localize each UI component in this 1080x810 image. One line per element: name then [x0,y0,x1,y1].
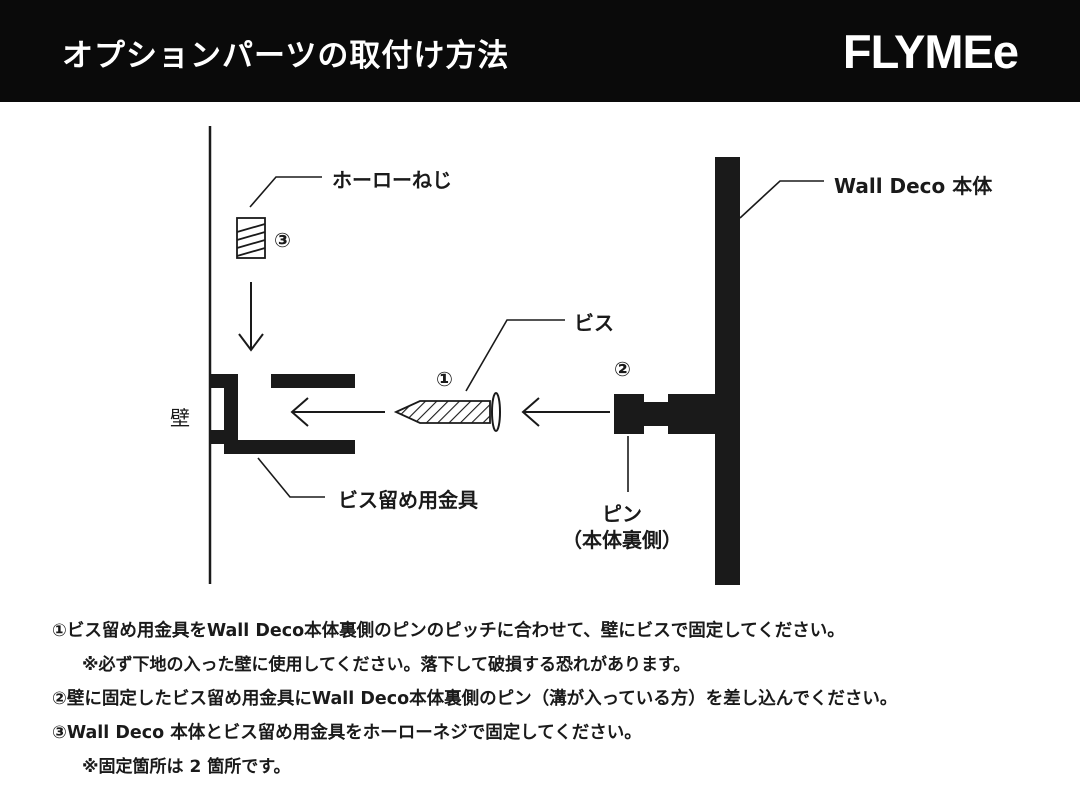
instruction-fix-points: ※固定箇所は 2 箇所です。 [82,757,291,777]
label-bracket: ビス留め用金具 [338,488,478,512]
instruction-step2: ②壁に固定したビス留め用金具にWall Deco本体裏側のピン（溝が入っている方… [52,689,898,709]
assembly-diagram [208,126,824,585]
label-step1: ① [436,367,453,391]
label-hollow-screw: ホーローねじ [332,168,452,192]
label-step3: ③ [274,228,291,252]
label-pin-note: （本体裏側） [562,528,682,552]
label-step2: ② [614,357,631,381]
insert-arrow-pin [521,397,610,427]
label-wall-deco-body: Wall Deco 本体 [834,174,993,198]
instruction-step3: ③Wall Deco 本体とビス留め用金具をホーローネジで固定してください。 [52,723,642,743]
header-bar: オプションパーツの取付け方法 FLYMEe [0,0,1080,102]
down-arrow [238,282,264,352]
instruction-caution: ※必ず下地の入った壁に使用してください。落下して破損する恐れがあります。 [82,655,691,675]
label-wall: 壁 [170,406,190,430]
label-pin: ピン [602,502,642,526]
screw-shape [393,392,501,432]
leader-lines [249,176,824,498]
hollow-screw-shape [236,217,266,259]
brand-logo: FLYMEe [842,25,1019,78]
bracket-shape [210,374,355,454]
instruction-notes: ①ビス留め用金具をWall Deco本体裏側のピンのピッチに合わせて、壁にビスで… [52,614,1062,784]
page-title: オプションパーツの取付け方法 [62,38,510,74]
insert-arrow-left [290,397,385,427]
label-screw: ビス [574,311,614,335]
wall-deco-body-shape [715,157,740,585]
pin-shape [614,394,716,434]
instruction-step1: ①ビス留め用金具をWall Deco本体裏側のピンのピッチに合わせて、壁にビスで… [52,621,845,641]
